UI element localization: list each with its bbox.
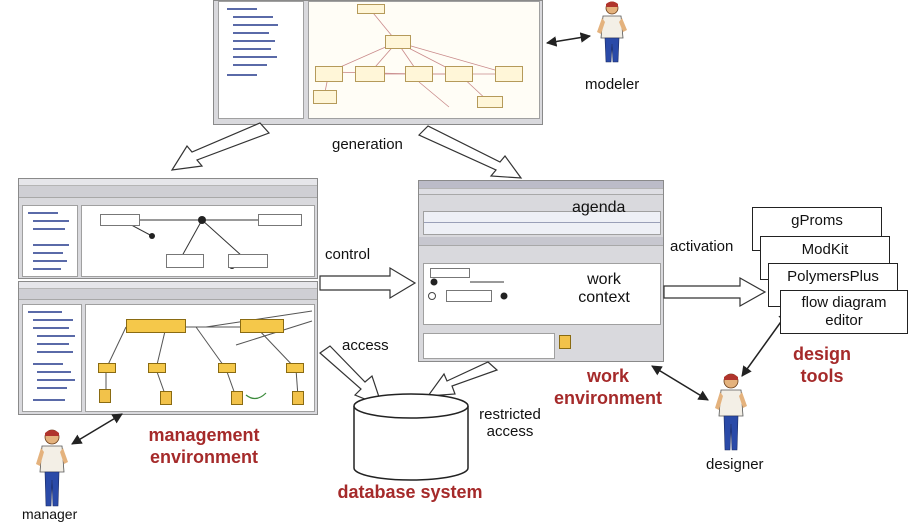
control-label: control [325, 246, 371, 263]
work-environment-line1: work [586, 366, 629, 386]
restricted-access-arrow-icon [426, 361, 499, 397]
management-graph-pane-top [81, 205, 315, 277]
generation-label: generation [332, 136, 403, 153]
work-environment-label: work environment [546, 366, 670, 409]
work-context-label: work context [574, 271, 634, 308]
generation-arrow-right-icon [417, 125, 523, 179]
agenda-pane [423, 211, 661, 235]
activation-arrow-icon [663, 276, 767, 308]
work-context-line1: work [587, 271, 621, 288]
database-system-label: database system [337, 482, 483, 502]
management-graph-pane-bottom [85, 304, 315, 412]
manager-person-icon [34, 428, 70, 508]
management-tree-pane-top [22, 205, 78, 277]
generation-arrow-left-icon [170, 122, 271, 171]
access-label: access [342, 337, 389, 354]
tool-label: gProms [791, 212, 843, 229]
design-tools-line2: tools [800, 365, 844, 386]
tool-label: PolymersPlus [787, 268, 879, 285]
tool-label-line: flow diagram [801, 294, 887, 311]
database-cylinder-icon [352, 392, 470, 482]
work-context-line2: context [578, 289, 630, 307]
control-arrow-icon [319, 266, 417, 300]
tool-label-line: editor [825, 312, 863, 329]
agenda-label: agenda [572, 199, 626, 216]
management-environment-line2: environment [149, 446, 259, 467]
modeler-screenshot [213, 0, 543, 125]
activation-label: activation [670, 238, 734, 255]
tool-label: ModKit [801, 241, 849, 258]
modeler-link-icon [545, 32, 592, 47]
work-environment-screenshot [418, 180, 664, 362]
management-environment-line1: management [148, 425, 260, 445]
modeler-tree-pane [218, 1, 304, 119]
modeler-label: modeler [585, 76, 640, 93]
restricted-access-line2: access [486, 423, 534, 441]
design-tools-label: design tools [782, 344, 862, 387]
management-environment-label: management environment [134, 425, 274, 468]
work-environment-line2: environment [553, 387, 663, 408]
restricted-access-label: restricted access [470, 406, 550, 441]
modeler-person-icon [594, 0, 630, 66]
management-screenshot-top [18, 178, 318, 279]
management-screenshot-bottom [18, 281, 318, 415]
designer-label: designer [706, 456, 764, 473]
work-context-pane [423, 263, 661, 325]
design-tools-line1: design [792, 344, 851, 364]
manager-link-icon [71, 413, 123, 445]
modeler-graph-pane [308, 1, 540, 119]
management-tree-pane-bottom [22, 304, 82, 412]
designer-person-icon [713, 372, 749, 454]
restricted-access-line1: restricted [479, 406, 541, 423]
work-detail-pane [423, 333, 555, 359]
manager-label: manager [22, 506, 78, 522]
